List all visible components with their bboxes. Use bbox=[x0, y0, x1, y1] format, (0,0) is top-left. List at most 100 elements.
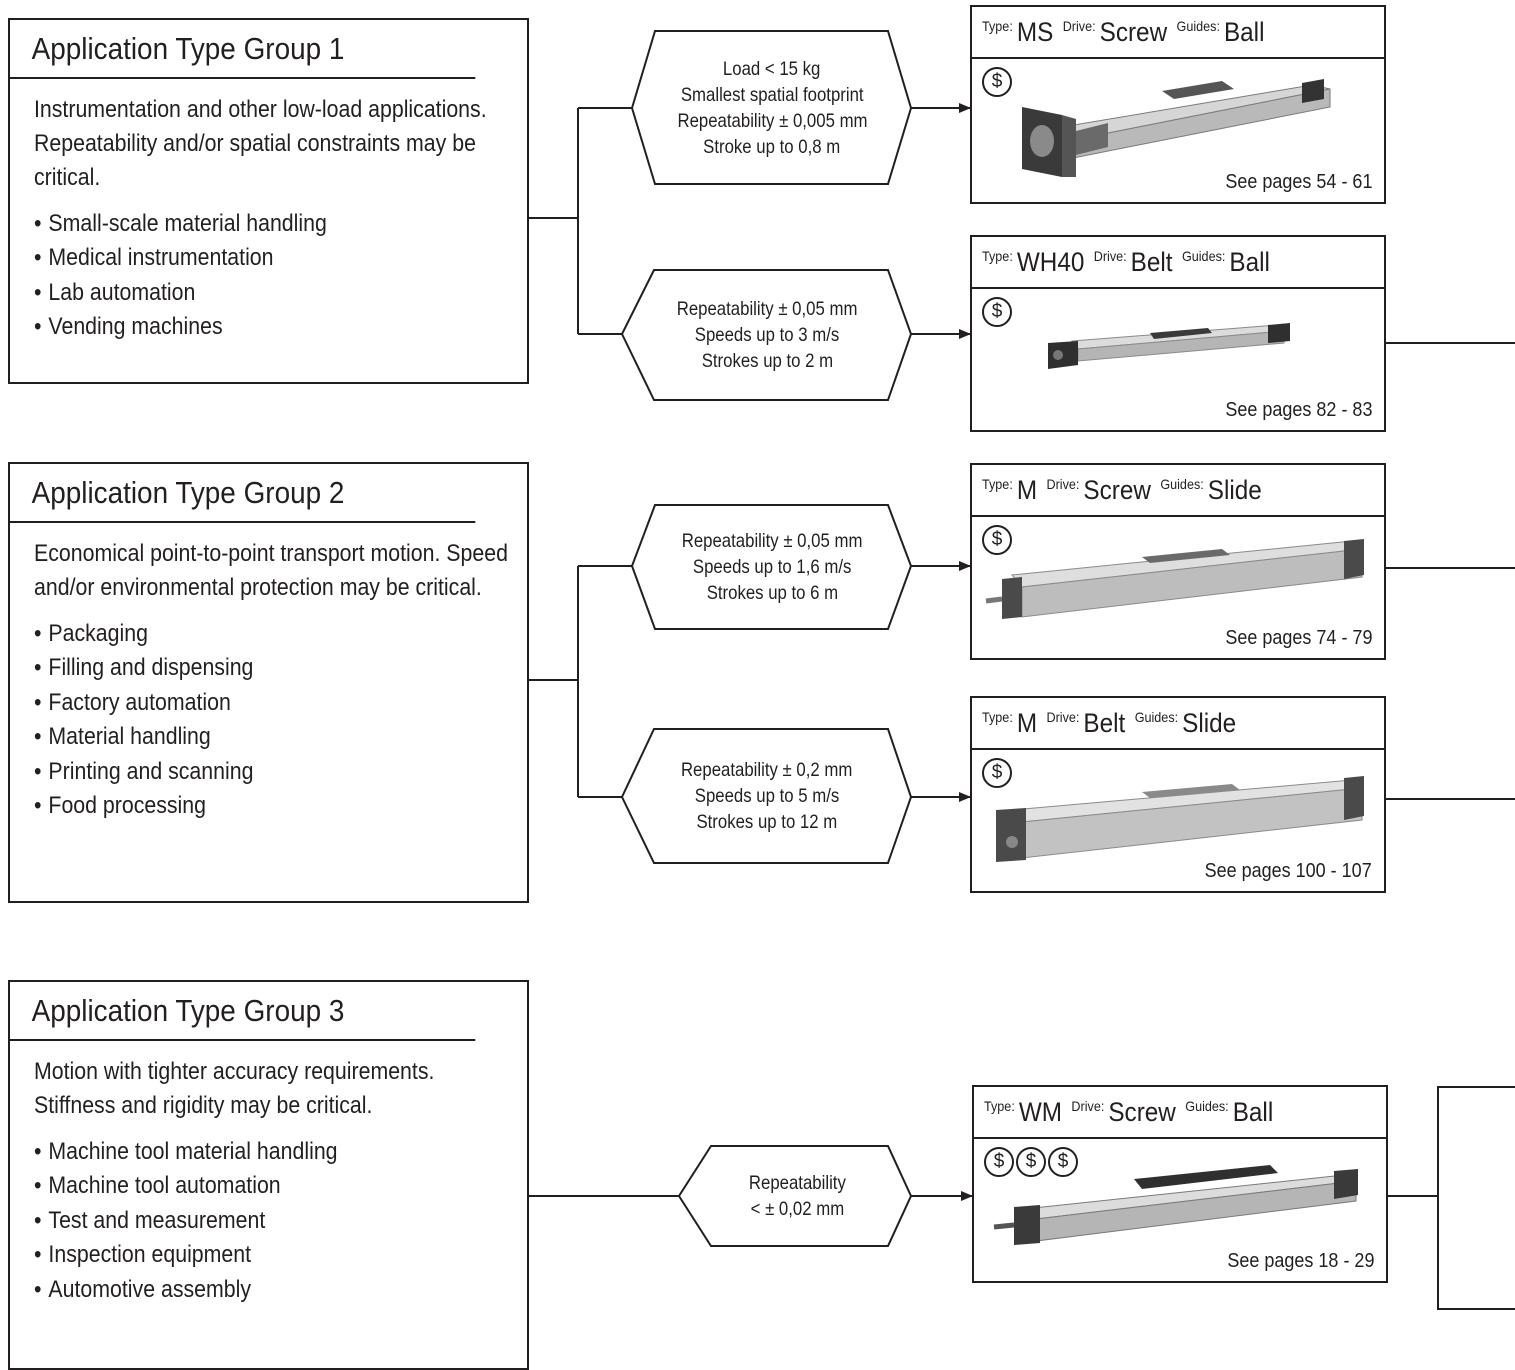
condition-line: Repeatability ± 0,05 mm bbox=[676, 298, 858, 320]
branch-line-group-2 bbox=[529, 565, 632, 798]
bullet-icon: • bbox=[34, 757, 42, 785]
bullet-icon: • bbox=[34, 313, 42, 341]
condition-line: Strokes up to 6 m bbox=[706, 582, 838, 604]
actuator-image bbox=[993, 1165, 1358, 1245]
guides-label: Guides: bbox=[1176, 18, 1220, 34]
condition-hexagon-2 bbox=[620, 269, 913, 401]
list-item: •Material handling bbox=[34, 720, 521, 754]
type-value: WH40 bbox=[1016, 247, 1085, 277]
group-title: Application Type Group 2 bbox=[10, 464, 476, 523]
guides-label: Guides: bbox=[1134, 709, 1179, 725]
cost-indicator: $ bbox=[982, 67, 1012, 97]
list-item: •Lab automation bbox=[34, 276, 521, 310]
cost-indicator: $ bbox=[982, 758, 1012, 788]
condition-line: Repeatability bbox=[748, 1172, 846, 1194]
drive-value: Belt bbox=[1083, 708, 1126, 738]
cost-indicator: $ bbox=[982, 297, 1012, 327]
dollar-coin-icon: $ bbox=[1048, 1147, 1078, 1177]
list-item: •Small-scale material handling bbox=[34, 207, 521, 241]
type-label: Type: bbox=[982, 248, 1013, 264]
guides-value: Ball bbox=[1223, 17, 1265, 47]
product-card-wh40-belt-ball: Type: WH40 Drive: Belt Guides: Ball $ Se… bbox=[970, 235, 1386, 432]
dollar-coin-icon: $ bbox=[982, 758, 1012, 788]
type-value: MS bbox=[1016, 17, 1054, 47]
group-application-list: •Packaging •Filling and dispensing •Fact… bbox=[34, 617, 521, 823]
product-spec-header: Type: M Drive: Belt Guides: Slide bbox=[972, 698, 1384, 750]
condition-text-5: Repeatability < ± 0,02 mm bbox=[690, 1146, 904, 1246]
guides-value: Slide bbox=[1182, 708, 1237, 738]
list-item: •Food processing bbox=[34, 789, 521, 823]
list-item: •Inspection equipment bbox=[34, 1238, 521, 1272]
page-reference: See pages 74 - 79 bbox=[1224, 627, 1372, 649]
condition-hexagon-3 bbox=[630, 504, 913, 630]
dollar-coin-icon: $ bbox=[982, 525, 1012, 555]
application-group-2: Application Type Group 2 Economical poin… bbox=[8, 462, 529, 903]
drive-label: Drive: bbox=[1071, 1098, 1105, 1114]
bullet-icon: • bbox=[34, 1172, 42, 1200]
condition-line: Repeatability ± 0,2 mm bbox=[681, 759, 853, 781]
condition-line: Load < 15 kg bbox=[723, 57, 821, 80]
condition-line: < ± 0,02 mm bbox=[750, 1198, 844, 1220]
bullet-icon: • bbox=[34, 792, 42, 820]
condition-text-3: Repeatability ± 0,05 mm Speeds up to 1,6… bbox=[640, 505, 904, 629]
product-spec-header: Type: WH40 Drive: Belt Guides: Ball bbox=[972, 237, 1384, 289]
guides-label: Guides: bbox=[1185, 1098, 1229, 1114]
product-spec-header: Type: WM Drive: Screw Guides: Ball bbox=[974, 1087, 1386, 1139]
product-card-ms-screw-ball: Type: MS Drive: Screw Guides: Ball $ See… bbox=[970, 5, 1386, 204]
condition-hexagon-4 bbox=[620, 728, 913, 864]
type-value: M bbox=[1016, 708, 1038, 738]
type-label: Type: bbox=[982, 18, 1013, 34]
actuator-image bbox=[1048, 323, 1290, 369]
drive-label: Drive: bbox=[1046, 709, 1080, 725]
group-application-list: •Small-scale material handling •Medical … bbox=[34, 207, 521, 345]
bullet-icon: • bbox=[34, 1275, 42, 1303]
cost-indicator: $ $ $ bbox=[984, 1147, 1078, 1177]
product-spec-header: Type: MS Drive: Screw Guides: Ball bbox=[972, 7, 1384, 59]
condition-line: Strokes up to 2 m bbox=[701, 350, 833, 372]
page-reference: See pages 100 - 107 bbox=[1204, 860, 1372, 882]
condition-line: Smallest spatial footprint bbox=[680, 83, 864, 106]
group-application-list: •Machine tool material handling •Machine… bbox=[34, 1135, 521, 1307]
group-description: Instrumentation and other low-load appli… bbox=[34, 96, 487, 191]
dollar-coin-icon: $ bbox=[1016, 1147, 1046, 1177]
condition-line: Strokes up to 12 m bbox=[696, 811, 838, 833]
product-body: $ See pages 54 - 61 bbox=[972, 59, 1384, 202]
bullet-icon: • bbox=[34, 620, 42, 647]
page-reference: See pages 82 - 83 bbox=[1224, 399, 1372, 421]
drive-label: Drive: bbox=[1062, 18, 1096, 34]
type-label: Type: bbox=[984, 1098, 1015, 1114]
condition-hexagon-5 bbox=[677, 1145, 913, 1247]
condition-line: Speeds up to 3 m/s bbox=[694, 324, 840, 346]
guides-value: Ball bbox=[1229, 247, 1270, 277]
condition-line: Repeatability ± 0,05 mm bbox=[681, 530, 863, 552]
actuator-image bbox=[1022, 79, 1331, 177]
bullet-icon: • bbox=[34, 723, 42, 751]
product-body: $ See pages 74 - 79 bbox=[972, 517, 1384, 658]
drive-value: Belt bbox=[1130, 247, 1173, 277]
drive-label: Drive: bbox=[1093, 248, 1127, 264]
list-item: •Test and measurement bbox=[34, 1204, 521, 1238]
guides-label: Guides: bbox=[1181, 248, 1226, 264]
product-card-m-belt-slide: Type: M Drive: Belt Guides: Slide $ See … bbox=[970, 696, 1386, 893]
drive-label: Drive: bbox=[1046, 476, 1080, 492]
condition-text-4: Repeatability ± 0,2 mm Speeds up to 5 m/… bbox=[630, 729, 904, 863]
list-item: •Vending machines bbox=[34, 310, 521, 344]
group-title: Application Type Group 1 bbox=[10, 20, 476, 79]
product-body: $ See pages 100 - 107 bbox=[972, 750, 1384, 891]
drive-value: Screw bbox=[1108, 1097, 1176, 1127]
bullet-icon: • bbox=[34, 210, 42, 237]
product-card-wm-screw-ball: Type: WM Drive: Screw Guides: Ball $ $ $… bbox=[972, 1085, 1388, 1283]
drive-value: Screw bbox=[1083, 475, 1151, 505]
condition-line: Repeatability ± 0,005 mm bbox=[676, 109, 868, 132]
drive-value: Screw bbox=[1099, 17, 1168, 47]
list-item: •Packaging bbox=[34, 617, 521, 651]
bullet-icon: • bbox=[34, 1206, 42, 1234]
guides-label: Guides: bbox=[1160, 476, 1204, 492]
type-label: Type: bbox=[982, 709, 1013, 725]
list-item: •Machine tool material handling bbox=[34, 1135, 521, 1169]
bullet-icon: • bbox=[34, 654, 42, 682]
bullet-icon: • bbox=[34, 1241, 42, 1269]
type-value: WM bbox=[1018, 1097, 1063, 1127]
list-item: •Medical instrumentation bbox=[34, 241, 521, 275]
